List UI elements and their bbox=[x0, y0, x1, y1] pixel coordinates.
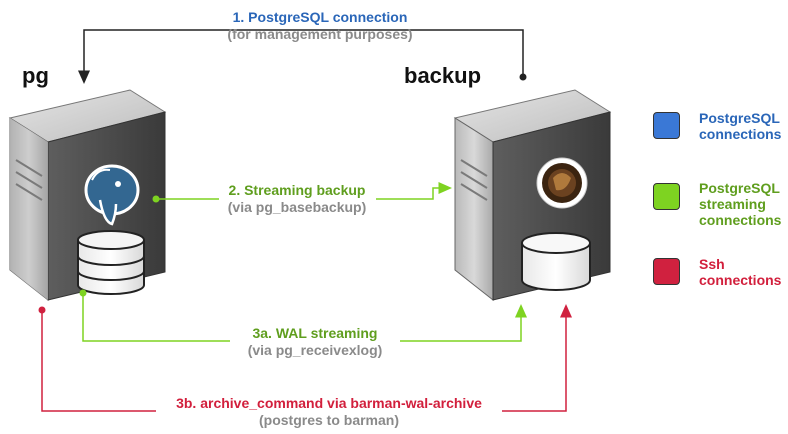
connection-3b-title: 3b. archive_command via barman-wal-archi… bbox=[176, 395, 482, 411]
legend-swatch-streaming bbox=[653, 183, 680, 210]
connection-1-label: 1. PostgreSQL connection (for management… bbox=[190, 9, 450, 43]
connection-3b-line bbox=[38, 304, 572, 412]
connection-2-label: 2. Streaming backup (via pg_basebackup) bbox=[217, 182, 377, 216]
postgresql-elephant-icon bbox=[84, 164, 140, 226]
legend-0-line2: connections bbox=[699, 126, 782, 142]
pg-host-label: pg bbox=[22, 63, 49, 88]
backup-host-label: backup bbox=[404, 63, 482, 88]
connection-2-subtitle: (via pg_basebackup) bbox=[227, 199, 367, 215]
barman-coffee-icon bbox=[536, 157, 588, 209]
legend-2-line2: connections bbox=[699, 272, 782, 288]
legend-2-line1: Ssh bbox=[699, 256, 725, 272]
pg-database-cylinder-icon bbox=[77, 230, 145, 295]
connection-1-line bbox=[78, 29, 527, 84]
legend-0-line1: PostgreSQL bbox=[699, 110, 780, 126]
connection-2-title: 2. Streaming backup bbox=[228, 182, 366, 198]
connection-3a-label: 3a. WAL streaming (via pg_receivexlog) bbox=[230, 325, 400, 359]
connection-3a-subtitle: (via pg_receivexlog) bbox=[247, 342, 383, 358]
connection-3a-title: 3a. WAL streaming bbox=[252, 325, 378, 341]
connection-2-line bbox=[152, 182, 452, 203]
legend-label-ssh: Ssh connections bbox=[699, 256, 781, 288]
connection-1-title: 1. PostgreSQL connection bbox=[232, 9, 408, 25]
legend-1-line3: connections bbox=[699, 212, 782, 228]
legend-label-postgresql: PostgreSQL connections bbox=[699, 110, 781, 142]
legend-1-line1: PostgreSQL bbox=[699, 180, 780, 196]
connection-3b-label: 3b. archive_command via barman-wal-archi… bbox=[158, 395, 500, 429]
legend-swatch-postgresql bbox=[653, 112, 680, 139]
legend-swatch-ssh bbox=[653, 258, 680, 285]
legend-1-line2: streaming bbox=[699, 196, 766, 212]
connection-3b-subtitle: (postgres to barman) bbox=[258, 412, 399, 428]
legend-label-streaming: PostgreSQL streaming connections bbox=[699, 180, 781, 228]
connection-1-subtitle: (for management purposes) bbox=[227, 26, 413, 42]
backup-database-cylinder-icon bbox=[521, 232, 591, 291]
